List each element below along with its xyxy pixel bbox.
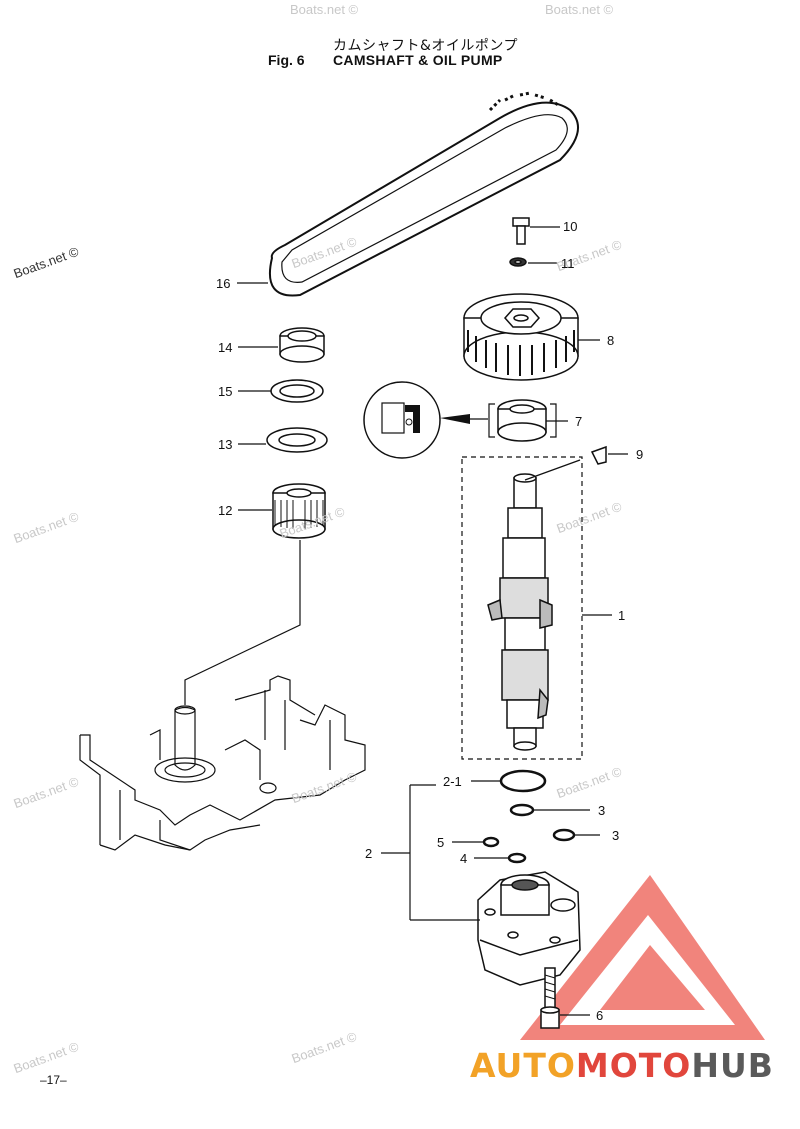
title-japanese: カムシャフト&オイルポンプ — [333, 38, 518, 54]
brand-moto: MOTO — [575, 1046, 692, 1085]
right-parts — [463, 217, 607, 465]
pump-bolt — [540, 967, 560, 1029]
callout-7: 7 — [575, 414, 583, 429]
callout-3: 3 — [612, 828, 620, 843]
callout-3: 3 — [598, 803, 606, 818]
callout-1: 1 — [618, 608, 626, 623]
leader-lines — [237, 226, 628, 1016]
callout-5: 5 — [437, 835, 445, 850]
callout-2-1: 2-1 — [443, 774, 462, 789]
oil-pump — [477, 871, 581, 986]
callout-13: 13 — [218, 437, 233, 452]
callout-10: 10 — [563, 219, 578, 234]
watermark: Boats.net © — [290, 2, 359, 17]
camshaft — [487, 473, 553, 751]
figure-number: Fig. 6 — [268, 52, 305, 68]
brand-hub: HUB — [691, 1046, 774, 1085]
callout-12: 12 — [218, 503, 233, 518]
brand-logo-icon — [520, 875, 765, 1040]
left-parts — [266, 327, 328, 539]
callout-16: 16 — [216, 276, 231, 291]
callout-8: 8 — [607, 333, 615, 348]
figure-title: CAMSHAFT & OIL PUMP — [333, 52, 503, 68]
callout-9: 9 — [636, 447, 644, 462]
brand-auto: AUTO — [470, 1046, 576, 1085]
callout-14: 14 — [218, 340, 233, 355]
engine-block — [79, 675, 366, 851]
callout-2: 2 — [365, 846, 373, 861]
detail-inset — [363, 381, 488, 459]
page-number: –17– — [40, 1073, 67, 1087]
callout-4: 4 — [460, 851, 468, 866]
callout-11: 11 — [561, 256, 575, 271]
timing-belt — [268, 91, 579, 297]
brand-logo-text: AUTOMOTOHUB — [470, 1046, 774, 1085]
callout-15: 15 — [218, 384, 233, 399]
callout-6: 6 — [596, 1008, 604, 1023]
watermark: Boats.net © — [545, 2, 614, 17]
